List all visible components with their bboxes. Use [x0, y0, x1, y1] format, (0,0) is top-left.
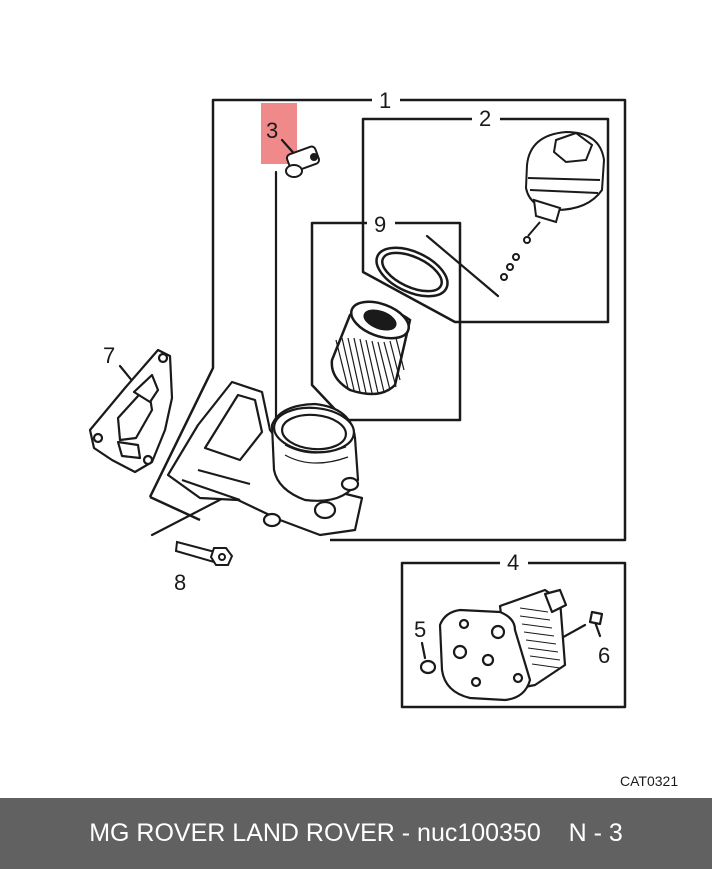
footer-brand: MG ROVER LAND ROVER - nuc100350 [89, 819, 541, 847]
callout-3: 3 [266, 118, 278, 143]
footer-spacer [541, 819, 569, 848]
leader-9 [425, 234, 500, 298]
callout-2: 2 [479, 106, 491, 131]
part-9-filter-element [330, 246, 449, 396]
leader-5 [420, 641, 427, 660]
callout-5: 5 [414, 617, 426, 642]
footer-page: N - 3 [568, 819, 623, 847]
part-3-sensor [285, 145, 321, 178]
callout-9: 9 [374, 212, 386, 237]
callout-7: 7 [103, 343, 115, 368]
callout-4: 4 [507, 550, 519, 575]
callout-1: 1 [379, 88, 391, 113]
callout-6: 6 [598, 643, 610, 668]
part-4-fins [519, 607, 561, 669]
parts-diagram: 1 2 3 9 7 8 4 5 6 CAT0321 [88, 88, 678, 789]
leader-6 [593, 620, 602, 638]
callout-8: 8 [174, 570, 186, 595]
footer-bar: MG ROVER LAND ROVER - nuc100350 N - 3 [0, 798, 712, 869]
part-8-bolt [174, 540, 234, 566]
frame-1-right [330, 98, 627, 542]
frame-1-lower [149, 495, 201, 522]
part-2-filter-cap [500, 130, 606, 281]
frame-4 [400, 561, 627, 709]
frame-1 [148, 98, 372, 498]
part-9-pleats [335, 337, 405, 394]
part-1-threads [284, 444, 349, 464]
part-7-gasket [88, 348, 174, 474]
part-1-housing [166, 380, 364, 537]
part-4-oil-cooler [419, 588, 604, 702]
frame-2 [361, 117, 610, 324]
catalog-code: CAT0321 [620, 773, 678, 789]
